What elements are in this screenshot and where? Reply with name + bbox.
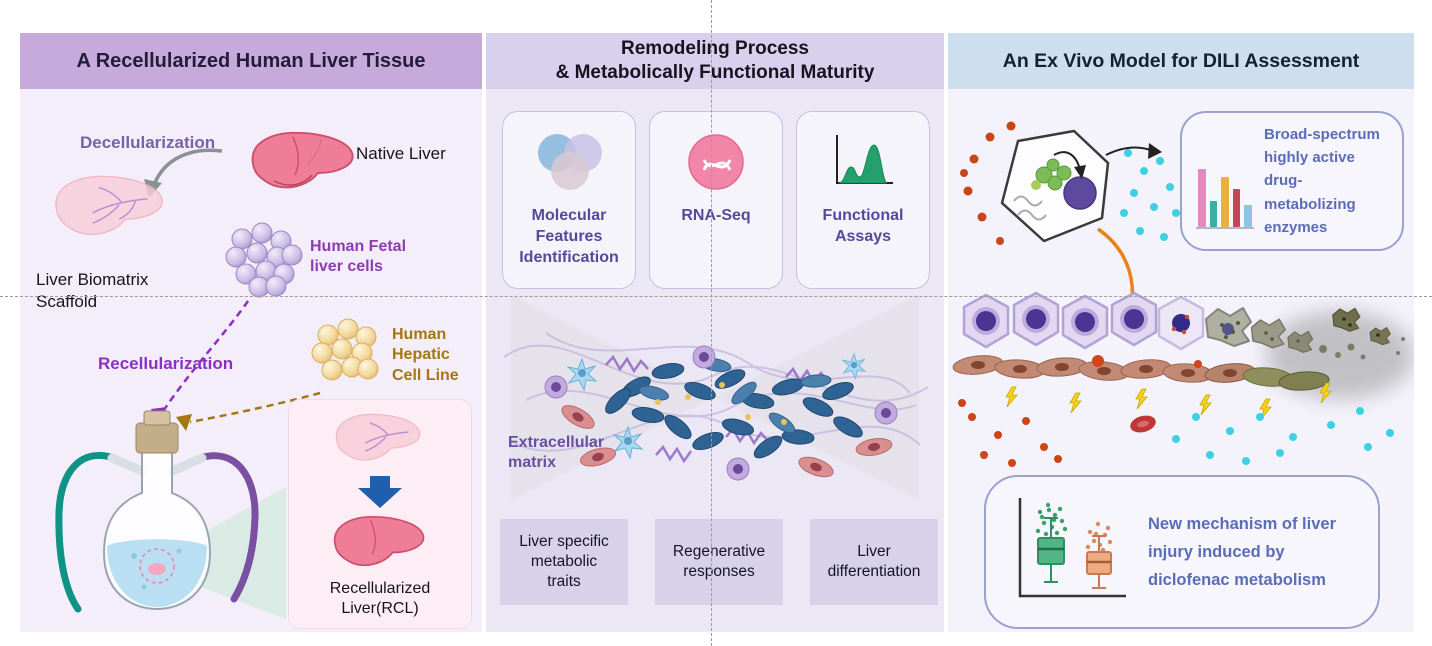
box-plot-icon [1018, 498, 1126, 598]
mechanism-note: New mechanism of liver injury induced by… [1148, 514, 1336, 590]
recellularization-label: Recellularization [98, 354, 234, 373]
stellate-cell-icon [566, 352, 867, 460]
drug-molecule-dots [958, 399, 1062, 467]
hepatic-cells-illustration [311, 318, 379, 381]
metabolite-dots [1120, 149, 1180, 241]
panel-recellularized-liver-tissue: A Recellularized Human Liver Tissue Dece… [20, 33, 482, 632]
histogram-icon [827, 124, 899, 200]
left-panel-title: A Recellularized Human Liver Tissue [76, 49, 426, 72]
rcl-label: Recellularized Liver(RCL) [329, 580, 431, 618]
flask-cap [135, 422, 179, 454]
ecm-label: Extracellular matrix [508, 434, 605, 472]
card-functional-assays: Functional Assays [796, 111, 930, 289]
enzyme-bar [1244, 205, 1252, 227]
fetal-cells-illustration [225, 222, 303, 298]
fibroblast-cells [561, 405, 893, 478]
enzyme-bar [1232, 189, 1241, 227]
injury-bolt-icons [1005, 382, 1332, 420]
middle-panel-title-line2: & Metabolically Functional Maturity [555, 62, 875, 83]
enzyme-bar [1209, 201, 1218, 227]
enzyme-complex [1035, 158, 1072, 191]
cell-injury-progression-illustration [952, 291, 1414, 467]
drug-molecule-dots [960, 121, 1016, 245]
mesenchymal-cells [605, 363, 863, 459]
fetal-cells-label: Human Fetal liver cells [310, 238, 407, 276]
red-blood-cell [1130, 415, 1156, 433]
card-label: RNA-Seq [681, 207, 751, 224]
enzymes-callout-box: Broad-spectrum highly active drug-metabo… [1180, 111, 1404, 251]
nucleus [1063, 176, 1097, 210]
biomatrix-scaffold-label: Liver Biomatrix Scaffold [36, 270, 149, 311]
right-panel-title: An Ex Vivo Model for DILI Assessment [1002, 49, 1360, 72]
teal-tube [55, 452, 118, 613]
rna-seq-icon [684, 124, 748, 200]
hepatocyte-metabolism-illustration [960, 121, 1180, 325]
enzyme-bar [1198, 169, 1206, 227]
native-liver-illustration [251, 131, 354, 189]
rcl-transform-illustration [333, 413, 425, 567]
outcome-liver-metabolic-traits: Liver specific metabolic traits [500, 519, 628, 605]
tissue-sample [148, 563, 166, 575]
card-label: Functional Assays [822, 207, 904, 245]
outcome-label: Regenerative responses [672, 542, 766, 580]
outcome-label: Liver specific metabolic traits [519, 532, 609, 591]
venn-circles-icon [527, 124, 611, 200]
ecm-illustration [503, 295, 929, 500]
hepatic-cells-label: Human Hepatic Cell Line [392, 326, 459, 384]
panel-dili-assessment: An Ex Vivo Model for DILI Assessment [948, 33, 1414, 632]
purple-tube [196, 452, 259, 603]
rcl-inset-box: Recellularized Liver(RCL) [288, 399, 472, 629]
middle-panel-title-line1: Remodeling Process [621, 38, 809, 60]
mechanism-callout-box: New mechanism of liver injury induced by… [984, 475, 1380, 629]
bioreactor-illustration [55, 410, 286, 619]
enzymes-note: Broad-spectrum highly active drug-metabo… [1264, 125, 1380, 236]
outcome-regenerative-responses: Regenerative responses [655, 519, 783, 605]
card-rna-seq: RNA-Seq [649, 111, 783, 289]
enzyme-bar [1221, 177, 1229, 227]
left-panel-header: A Recellularized Human Liver Tissue [20, 33, 482, 89]
biomatrix-scaffold-illustration [55, 175, 163, 236]
metabolite-dots [1172, 407, 1394, 465]
card-label: Molecular Features Identification [519, 207, 619, 266]
card-molecular-features: Molecular Features Identification [502, 111, 636, 289]
outcome-label: Liver differentiation [827, 542, 921, 580]
panel-remodeling-process: Remodeling Process & Metabolically Funct… [486, 33, 944, 632]
right-panel-header: An Ex Vivo Model for DILI Assessment [948, 33, 1414, 89]
outcome-liver-differentiation: Liver differentiation [810, 519, 938, 605]
middle-panel-header: Remodeling Process & Metabolically Funct… [486, 33, 944, 89]
native-liver-label: Native Liver [356, 144, 446, 163]
progenitor-cells [544, 345, 898, 481]
decellularization-label: Decellularization [80, 133, 216, 152]
down-arrow-icon [358, 476, 402, 508]
bar-chart-icon [1196, 133, 1254, 229]
